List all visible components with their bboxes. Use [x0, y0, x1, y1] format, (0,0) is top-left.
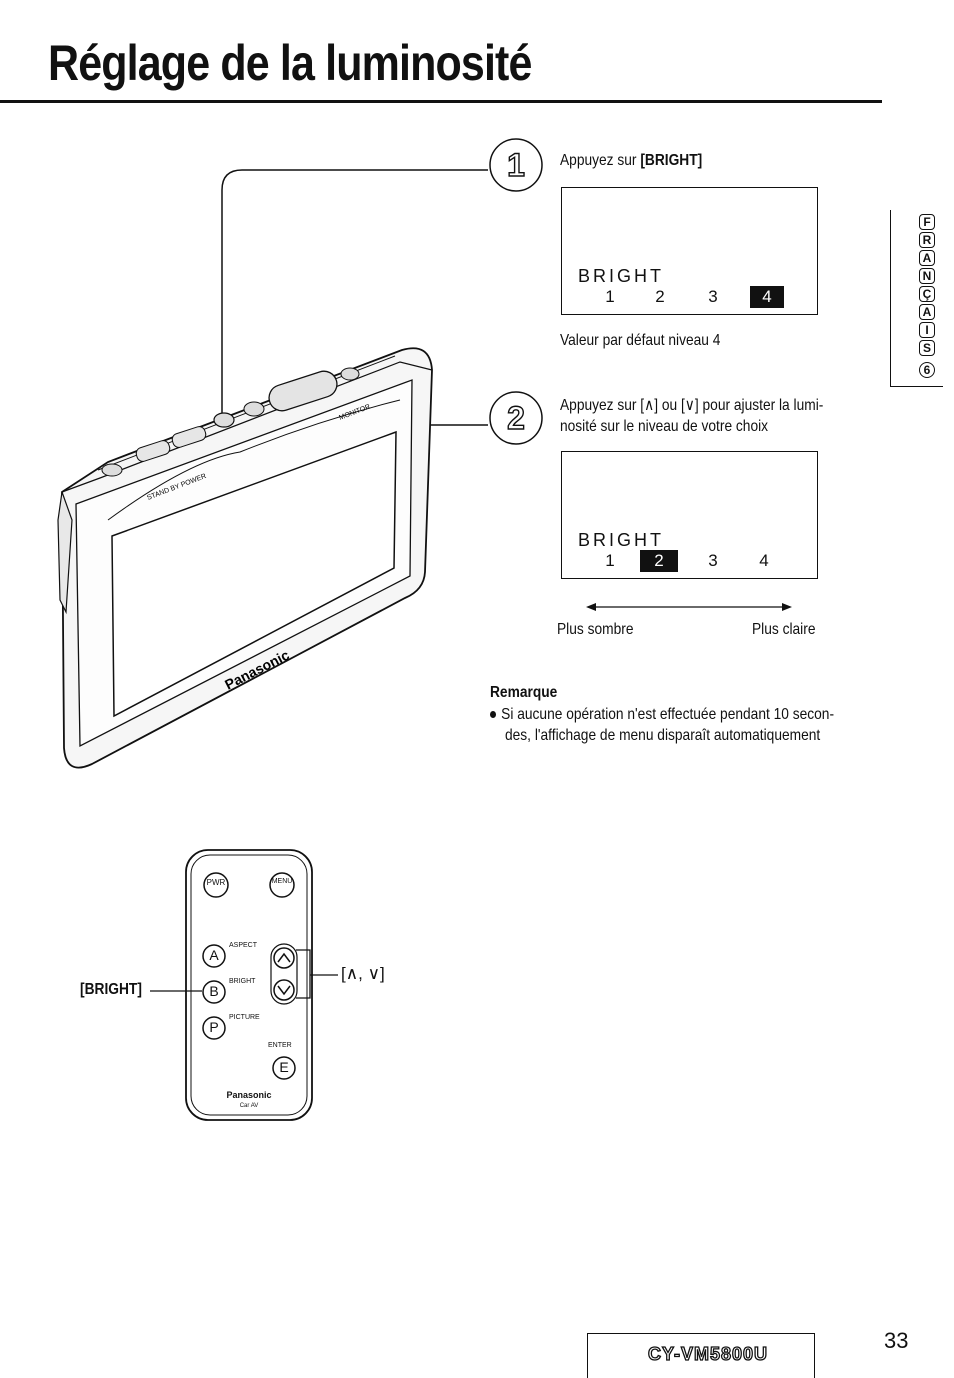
osd-level: 3 — [708, 551, 718, 570]
step-1-circle — [489, 138, 543, 192]
bright-button-icon — [213, 412, 235, 428]
monitor-illustration: Panasonic STAND BY POWER MONITOR — [57, 138, 792, 769]
remark-heading: Remarque — [490, 684, 558, 701]
picture-label: PICTURE — [229, 1014, 260, 1021]
aspect-label: ASPECT — [229, 942, 258, 949]
up-down-button-icon — [268, 370, 338, 412]
picture-button[interactable]: P — [209, 1019, 219, 1035]
scale-right-label: Plus claire — [752, 621, 816, 638]
remote-brand: Panasonic — [226, 1090, 272, 1100]
pwr-button[interactable]: PWR — [206, 878, 226, 887]
osd-label: BRIGHT — [578, 266, 665, 286]
remark-line1: Si aucune opération n'est effectuée pend… — [490, 704, 834, 725]
step-2-circle — [489, 391, 543, 445]
osd-level: 3 — [708, 287, 718, 306]
step-2-number: 2 — [506, 399, 525, 436]
step-2-text-line2: nosité sur le niveau de votre choix — [560, 418, 769, 435]
osd-label: BRIGHT — [578, 530, 665, 550]
title-rule — [0, 100, 882, 103]
osd-display-2: BRIGHT 1 2 3 4 — [561, 451, 818, 579]
bullet-icon — [490, 711, 497, 719]
enter-label: ENTER — [268, 1042, 292, 1049]
tab-letter: R — [919, 232, 935, 248]
tab-letter: F — [919, 214, 935, 230]
osd-level-selected: 4 — [750, 286, 784, 308]
step-1-text: Appuyez sur [BRIGHT] — [560, 152, 703, 169]
model-box: CY-VM5800U — [587, 1333, 815, 1378]
tab-letter: S — [919, 340, 935, 356]
tab-letter: A — [919, 304, 935, 320]
step-2-text-line1: Appuyez sur [∧] ou [∨] pour ajuster la l… — [560, 397, 824, 414]
osd-level-selected: 2 — [640, 550, 678, 572]
remote-illustration — [150, 849, 338, 1121]
bright-button[interactable]: B — [209, 983, 219, 999]
model-name: CY-VM5800U — [647, 1343, 769, 1364]
osd-level: 2 — [655, 287, 665, 306]
osd-level: 1 — [605, 287, 615, 306]
enter-button[interactable]: E — [279, 1059, 289, 1075]
page-title: Réglage de la luminosité — [48, 35, 532, 91]
scale-left-label: Plus sombre — [557, 621, 634, 638]
osd-display-1: BRIGHT 1 2 3 4 — [561, 187, 818, 315]
tab-letter: N — [919, 268, 935, 284]
arrows-callout: [∧, ∨] — [341, 964, 385, 983]
aspect-button[interactable]: A — [209, 947, 219, 963]
tab-letter: A — [919, 250, 935, 266]
monitor-screen — [111, 430, 397, 718]
remote-brand-sub: Car AV — [239, 1103, 259, 1109]
menu-button[interactable]: MENU — [271, 878, 293, 885]
language-tab: F R A N Ç A I S 6 — [890, 210, 943, 387]
osd-level: 1 — [605, 551, 615, 570]
step-1-number: 1 — [506, 146, 525, 183]
tab-letter: I — [919, 322, 935, 338]
default-value-note: Valeur par défaut niveau 4 — [560, 332, 721, 349]
remark-line2: des, l'affichage de menu disparaît autom… — [505, 727, 821, 744]
bright-label: BRIGHT — [229, 978, 256, 985]
tab-number: 6 — [919, 362, 935, 378]
bright-key: [BRIGHT] — [640, 152, 703, 169]
osd-level: 4 — [759, 551, 769, 570]
language-letters: F R A N Ç A I S 6 — [917, 214, 937, 380]
tab-letter: Ç — [919, 286, 935, 302]
bright-callout: [BRIGHT] — [80, 981, 142, 998]
page-number: 33 — [884, 1328, 909, 1353]
callout-line-1 — [221, 169, 488, 418]
